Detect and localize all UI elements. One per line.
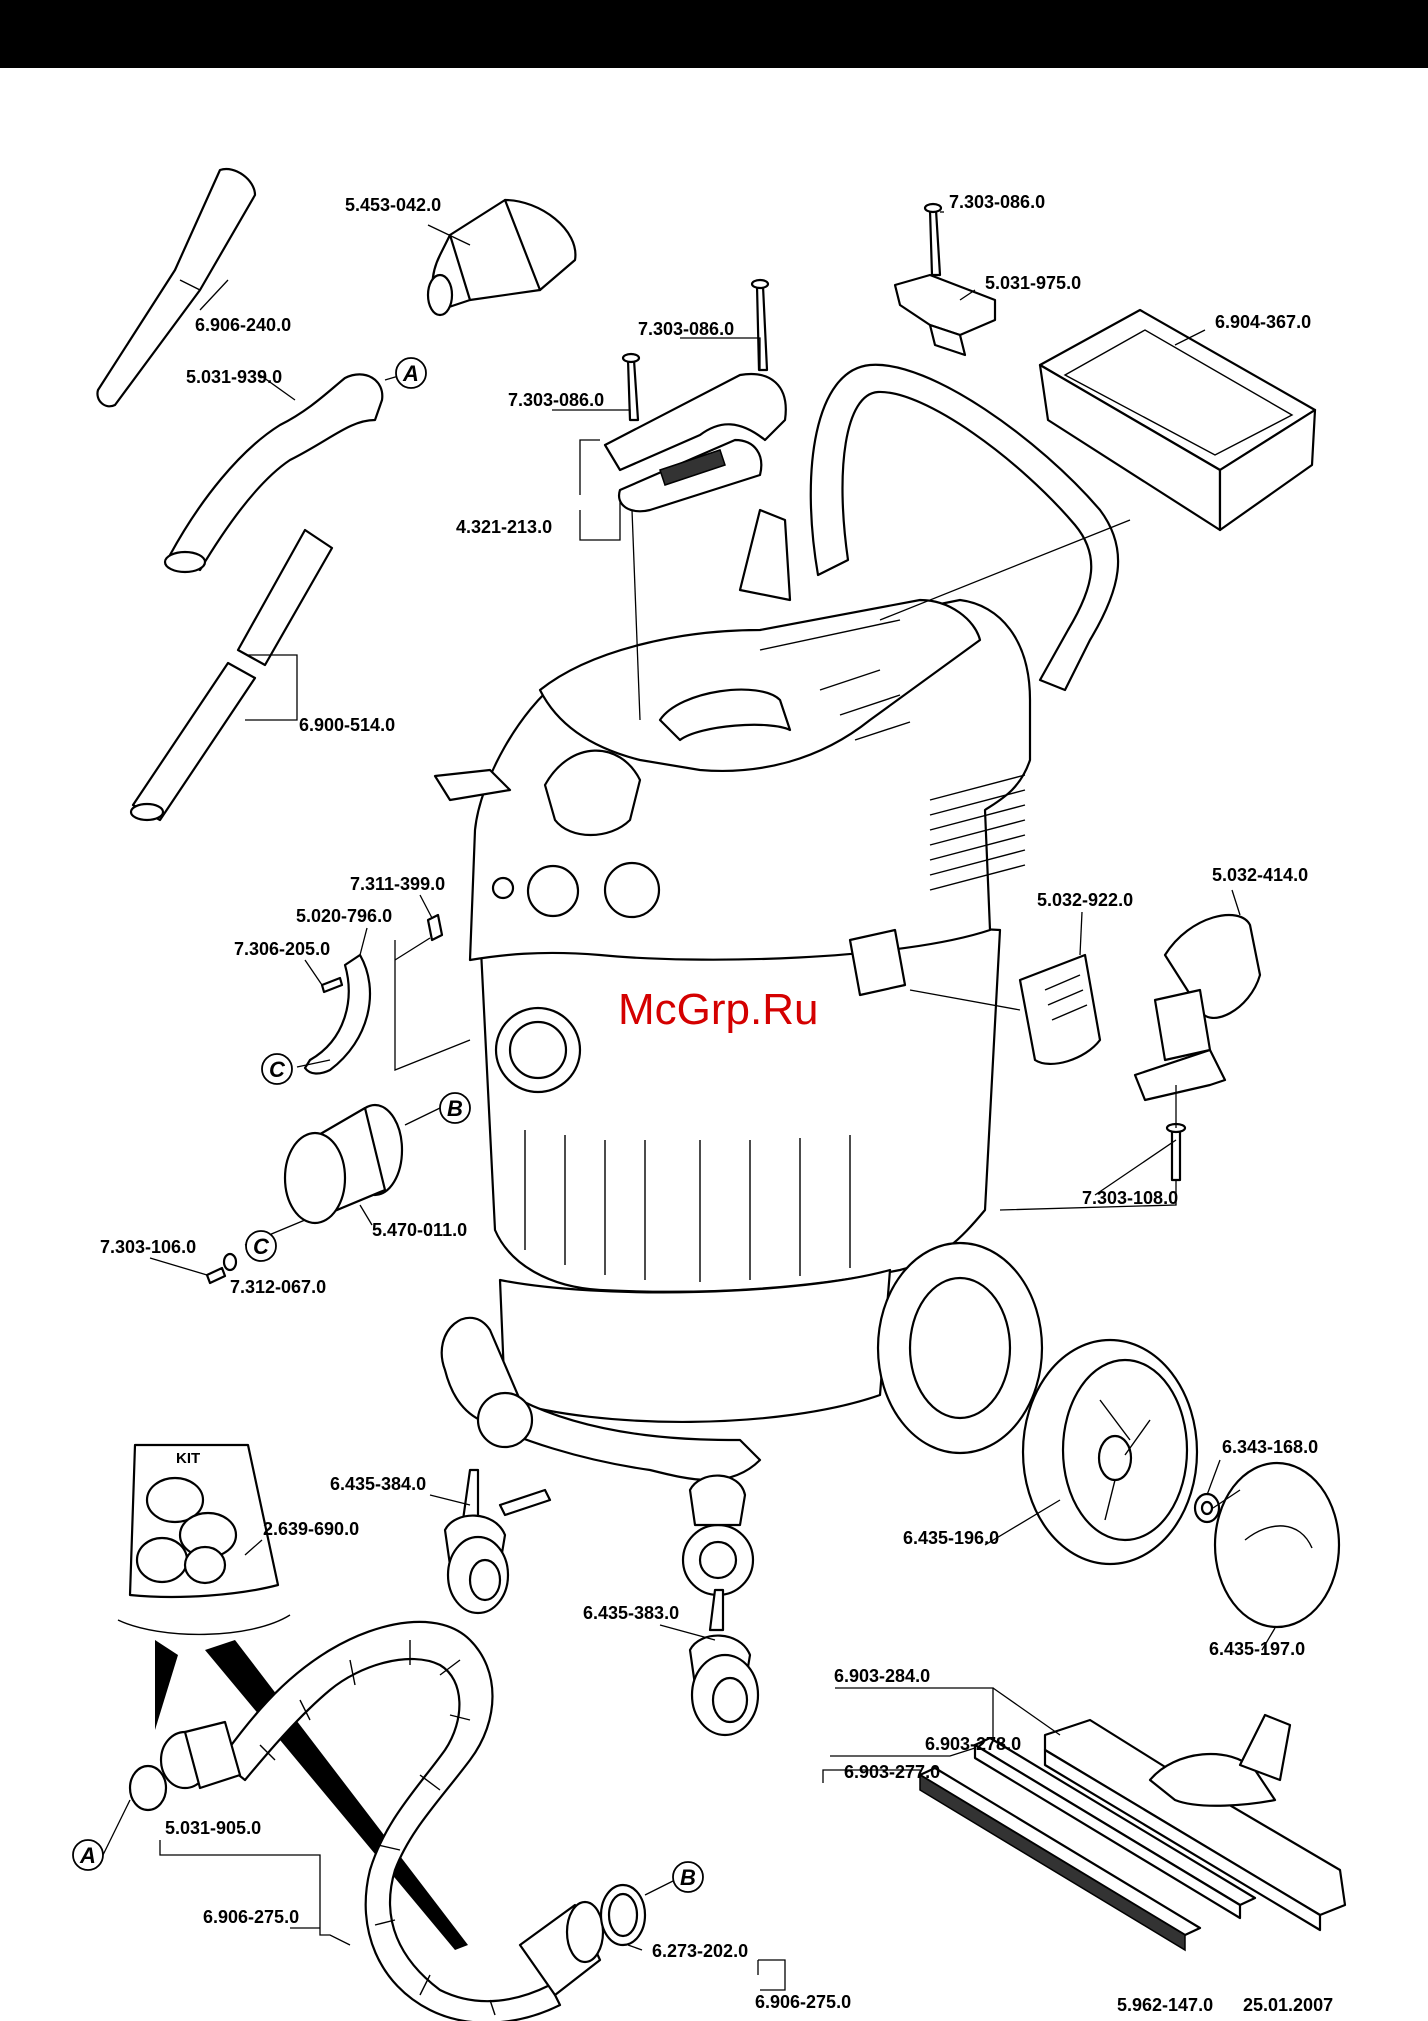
- squeegee-strip-lower: [918, 1766, 1202, 1952]
- part-label-p22: 6.343-168.0: [1222, 1437, 1318, 1457]
- callout-circle: [672, 1861, 704, 1893]
- floor-nozzle: [1043, 1713, 1347, 1932]
- part-label-p4: 6.900-514.0: [299, 715, 395, 735]
- squeegee-strip-upper: [973, 1736, 1257, 1920]
- callout-letter: B: [447, 1096, 463, 1121]
- part-label-p32: 6.906-275.0: [755, 1992, 851, 2012]
- part-label-p6: 5.031-975.0: [985, 273, 1081, 293]
- part-label-p19: 7.303-108.0: [1082, 1188, 1178, 1208]
- part-label-p28: 6.903-277.0: [844, 1762, 940, 1782]
- screw-top: [928, 208, 942, 277]
- part-label-p1: 5.453-042.0: [345, 195, 441, 215]
- extension-tube-upper: [236, 528, 334, 667]
- part-label-p27: 6.903-278.0: [925, 1734, 1021, 1754]
- hose-clamp: [303, 953, 372, 1075]
- accessory-holder: [1133, 913, 1262, 1102]
- suction-hose: [128, 1620, 605, 2021]
- callout-letter: C: [253, 1234, 270, 1259]
- part-label-p14: 5.032-922.0: [1037, 890, 1133, 910]
- nut-small: [426, 913, 444, 942]
- part-label-p7: 6.904-367.0: [1215, 312, 1311, 332]
- part-label-p15: 5.032-414.0: [1212, 865, 1308, 885]
- part-label-p13: 7.306-205.0: [234, 939, 330, 959]
- adapter-kit-bag: KIT: [117, 1443, 291, 1636]
- watermark: McGrp.Ru: [618, 985, 818, 1034]
- callout-letter: B: [680, 1865, 696, 1890]
- callout-c5: A: [72, 1839, 104, 1871]
- part-label-p5: 7.303-086.0: [949, 192, 1045, 212]
- part-label-p10: 4.321-213.0: [456, 517, 552, 537]
- part-label-p12: 5.020-796.0: [296, 906, 392, 926]
- washer: [222, 1252, 238, 1272]
- extension-tube-lower: [131, 661, 257, 822]
- callout-circle: [395, 357, 427, 389]
- part-label-p30: 6.906-275.0: [203, 1907, 299, 1927]
- callout-letter: A: [79, 1843, 96, 1868]
- leader-lines: [102, 211, 1276, 1991]
- callout-circle: [245, 1230, 277, 1262]
- part-label-p23: 6.435-196.0: [903, 1528, 999, 1548]
- screw-socket: [205, 1266, 227, 1285]
- filter-cover-clip: [1018, 953, 1102, 1065]
- part-number-labels: 5.453-042.0 6.906-240.0 5.031-939.0 6.900-5…: [100, 192, 1318, 2012]
- screw-holder: [1170, 1128, 1182, 1182]
- callout-c4: C: [245, 1230, 277, 1262]
- callout-c6: B: [672, 1861, 704, 1893]
- part-label-p3: 5.031-939.0: [186, 367, 282, 387]
- callout-circle: [72, 1839, 104, 1871]
- adapter-cone: [426, 198, 577, 317]
- flat-pleated-filter: [1038, 308, 1317, 532]
- part-label-p21: 2.639-690.0: [263, 1519, 359, 1539]
- bayonet-ring: [128, 1764, 168, 1812]
- part-label-p11: 7.311-399.0: [350, 874, 445, 894]
- part-label-p26: 6.903-284.0: [834, 1666, 930, 1686]
- part-label-p31: 6.273-202.0: [652, 1941, 748, 1961]
- part-label-p17: 7.303-106.0: [100, 1237, 196, 1257]
- part-label-p9: 7.303-086.0: [508, 390, 604, 410]
- callout-c1: A: [395, 357, 427, 389]
- callout-circle: [261, 1053, 293, 1085]
- callout-letter: C: [269, 1057, 286, 1082]
- callout-c3: B: [439, 1092, 471, 1124]
- kit-label: KIT: [176, 1450, 200, 1467]
- hose-inlet-socket: [283, 1103, 404, 1225]
- reference-callouts: A C B C A B: [72, 357, 704, 1893]
- castor-with-brake: [443, 1468, 552, 1615]
- callout-circle: [439, 1092, 471, 1124]
- part-label-p8: 7.303-086.0: [638, 319, 734, 339]
- callout-c2: C: [261, 1053, 293, 1085]
- screw-small: [320, 976, 344, 994]
- footer-doc-number: 5.962-147.0: [1117, 1995, 1213, 2015]
- wheel-hub-cap: [1213, 1461, 1341, 1629]
- part-label-p18: 7.312-067.0: [230, 1277, 326, 1297]
- part-label-p16: 5.470-011.0: [372, 1220, 467, 1240]
- castor: [688, 1588, 760, 1737]
- part-label-p24: 6.435-383.0: [583, 1603, 679, 1623]
- callout-letter: A: [402, 361, 419, 386]
- part-label-p29: 5.031-905.0: [165, 1818, 261, 1838]
- part-label-p20: 6.435-384.0: [330, 1474, 426, 1494]
- header-black-bar: [0, 0, 1428, 68]
- carry-handle-cover: [603, 373, 787, 472]
- vacuum-cleaner-body: [433, 363, 1120, 1597]
- footer-date: 25.01.2007: [1243, 1995, 1333, 2015]
- filter-bracket: [893, 273, 997, 337]
- part-label-p25: 6.435-197.0: [1209, 1639, 1305, 1659]
- rear-wheel: [1021, 1338, 1199, 1566]
- curved-suction-tube: [168, 373, 384, 572]
- part-label-p2: 6.906-240.0: [195, 315, 291, 335]
- crevice-nozzle: [96, 167, 257, 408]
